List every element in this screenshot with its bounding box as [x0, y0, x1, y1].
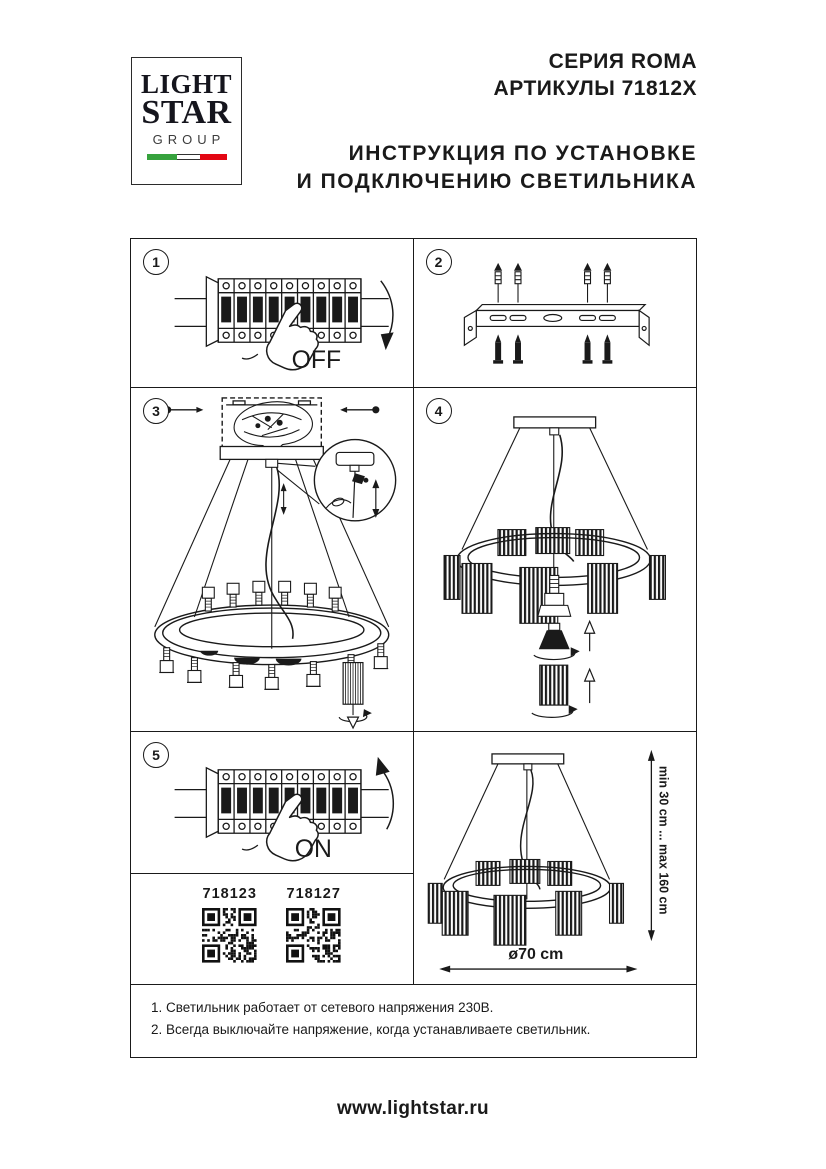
flag-red — [200, 154, 227, 160]
step-number-badge: 1 — [143, 249, 169, 275]
logo-word-star: STAR — [141, 94, 232, 131]
step-number-badge: 5 — [143, 742, 169, 768]
height-dimension: min 30 cm ... max 160 cm — [647, 749, 670, 942]
panel-step-1: 1 OFF — [131, 239, 414, 388]
document-header: СЕРИЯ ROMA АРТИКУЛЫ 71812X ИНСТРУКЦИЯ ПО… — [297, 48, 697, 196]
pointing-hand — [265, 302, 319, 371]
ring-shades — [427, 882, 624, 946]
on-label: ON — [295, 836, 332, 863]
panel-step-4: 4 — [413, 388, 696, 732]
shade-detail — [530, 664, 596, 718]
wire-connections — [233, 401, 313, 450]
logo-word-group: GROUP — [152, 132, 226, 147]
article-number: 718123 — [202, 886, 257, 902]
pointing-hand — [265, 793, 319, 862]
website-url: www.lightstar.ru — [337, 1098, 489, 1119]
diameter-dimension-label: ø70 cm — [508, 946, 563, 963]
height-dimension-label: min 30 cm ... max 160 cm — [656, 766, 670, 915]
shade-install-detail — [338, 661, 372, 730]
qr-item-718127: 718127 — [279, 886, 349, 968]
flag-green — [146, 154, 177, 160]
lightstar-logo: LIGHT STAR GROUP — [131, 57, 242, 185]
step-number-badge: 2 — [425, 249, 452, 275]
qr-code-section: 718123 718127 — [131, 874, 414, 985]
step-number-badge: 3 — [143, 398, 169, 424]
circuit-breaker-on-diagram: ON — [174, 756, 395, 863]
safety-notes: 1. Светильник работает от сетевого напря… — [131, 985, 696, 1057]
panel-step-5: 5 ON — [131, 732, 414, 874]
off-label: OFF — [292, 347, 342, 374]
instruction-title: ИНСТРУКЦИЯ ПО УСТАНОВКЕ И ПОДКЛЮЧЕНИЮ СВ… — [297, 140, 697, 196]
diameter-dimension: ø70 cm — [438, 946, 637, 973]
logo-word-light: LIGHT — [140, 69, 233, 99]
note-line-2: 2. Всегда выключайте напряжение, когда у… — [151, 1021, 591, 1037]
qr-item-718123: 718123 — [195, 886, 265, 968]
series-title: СЕРИЯ ROMA — [548, 50, 697, 73]
panel-step-2: 2 — [413, 239, 696, 388]
panel-dimensions: min 30 cm ... max 160 cm ø70 cm — [413, 732, 696, 985]
step-number-badge: 4 — [425, 398, 452, 424]
switch-down-arrow — [380, 280, 394, 341]
cable-adjuster-detail-callout — [313, 438, 397, 522]
bulb-holder-detail — [532, 619, 596, 661]
mounting-bracket-diagram — [463, 262, 650, 364]
article-number: 718127 — [286, 886, 341, 902]
instruction-title-line1: ИНСТРУКЦИЯ ПО УСТАНОВКЕ — [348, 142, 697, 165]
chandelier-mounting-diagram — [154, 397, 397, 730]
canopy — [219, 445, 324, 461]
circuit-breaker-off-diagram: OFF — [174, 275, 394, 374]
qr-code — [202, 908, 258, 963]
qr-code — [286, 908, 342, 963]
note-line-1: 1. Светильник работает от сетевого напря… — [151, 1000, 494, 1015]
chandelier-shade-assembly-diagram — [443, 416, 666, 718]
switch-up-arrow — [381, 769, 395, 830]
instruction-title-line2: И ПОДКЛЮЧЕНИЮ СВЕТИЛЬНИКА — [296, 170, 697, 193]
dimension-diagram: min 30 cm ... max 160 cm ø70 cm — [427, 749, 670, 973]
instruction-grid: 1 OFF 2 — [130, 238, 697, 1058]
italian-flag-bar — [146, 154, 227, 160]
flag-white — [176, 154, 201, 160]
articles-title: АРТИКУЛЫ 71812X — [493, 77, 697, 100]
panel-step-3: 3 — [131, 388, 414, 732]
